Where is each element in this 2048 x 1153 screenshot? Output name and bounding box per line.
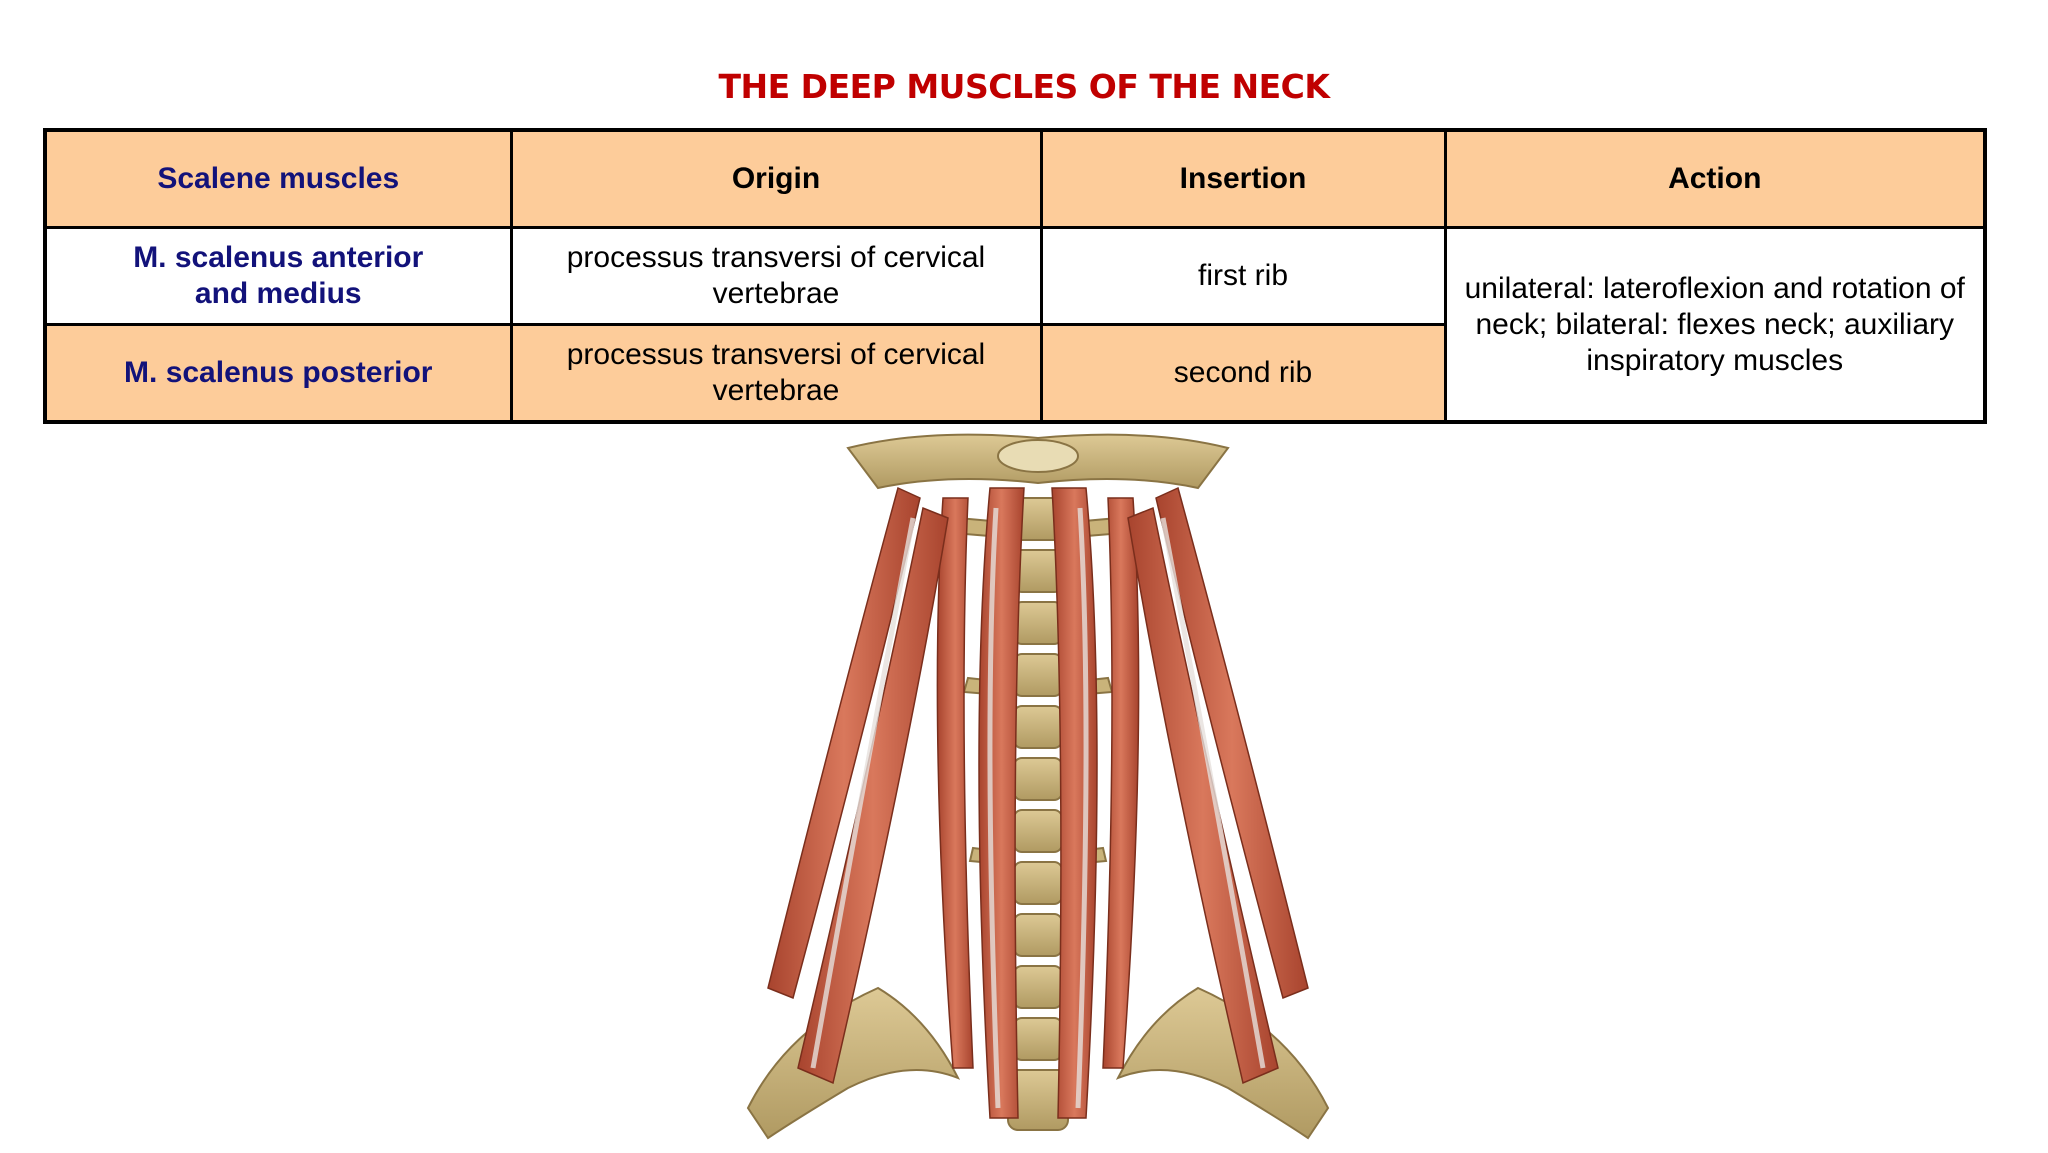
action-cell: unilateral: lateroflexion and rotation o…	[1443, 226, 1987, 424]
neck-anatomy-icon	[746, 433, 1330, 1140]
muscle-name-cell: M. scalenus posterior	[43, 323, 513, 424]
action-line: inspiratory muscles	[1586, 343, 1844, 377]
action-line: neck; bilateral: flexes neck; auxiliary	[1475, 307, 1955, 341]
origin-line: processus transversi of cervical	[566, 338, 986, 371]
table-row: M. scalenus anterior and medius processu…	[43, 226, 1987, 424]
page-title: THE DEEP MUSCLES OF THE NECK	[718, 67, 1330, 106]
muscle-name-line: and medius	[194, 277, 362, 310]
header-insertion: Insertion	[1039, 128, 1447, 229]
header-origin: Origin	[509, 128, 1043, 229]
insertion-cell: first rib	[1039, 226, 1447, 326]
table-row: M. scalenus posterior processus transver…	[43, 323, 1985, 424]
origin-cell: processus transversi of cervical vertebr…	[509, 323, 1043, 424]
action-line: unilateral: lateroflexion and rotation o…	[1464, 271, 1965, 305]
header-action: Action	[1443, 128, 1987, 229]
muscles-table: Scalene muscles Origin Insertion Action …	[43, 128, 1987, 424]
muscle-name-line: M. scalenus anterior	[133, 241, 424, 274]
header-scalene-muscles: Scalene muscles	[43, 128, 513, 229]
muscle-name-cell: M. scalenus anterior and medius	[43, 226, 513, 326]
insertion-cell: second rib	[1039, 323, 1447, 424]
neck-muscles-anatomy-illustration	[728, 428, 1348, 1148]
table-header-row: Scalene muscles Origin Insertion Action	[43, 128, 1987, 229]
origin-line: vertebrae	[712, 374, 840, 407]
origin-line: vertebrae	[712, 277, 840, 310]
origin-line: processus transversi of cervical	[566, 241, 986, 274]
origin-cell: processus transversi of cervical vertebr…	[509, 226, 1043, 326]
